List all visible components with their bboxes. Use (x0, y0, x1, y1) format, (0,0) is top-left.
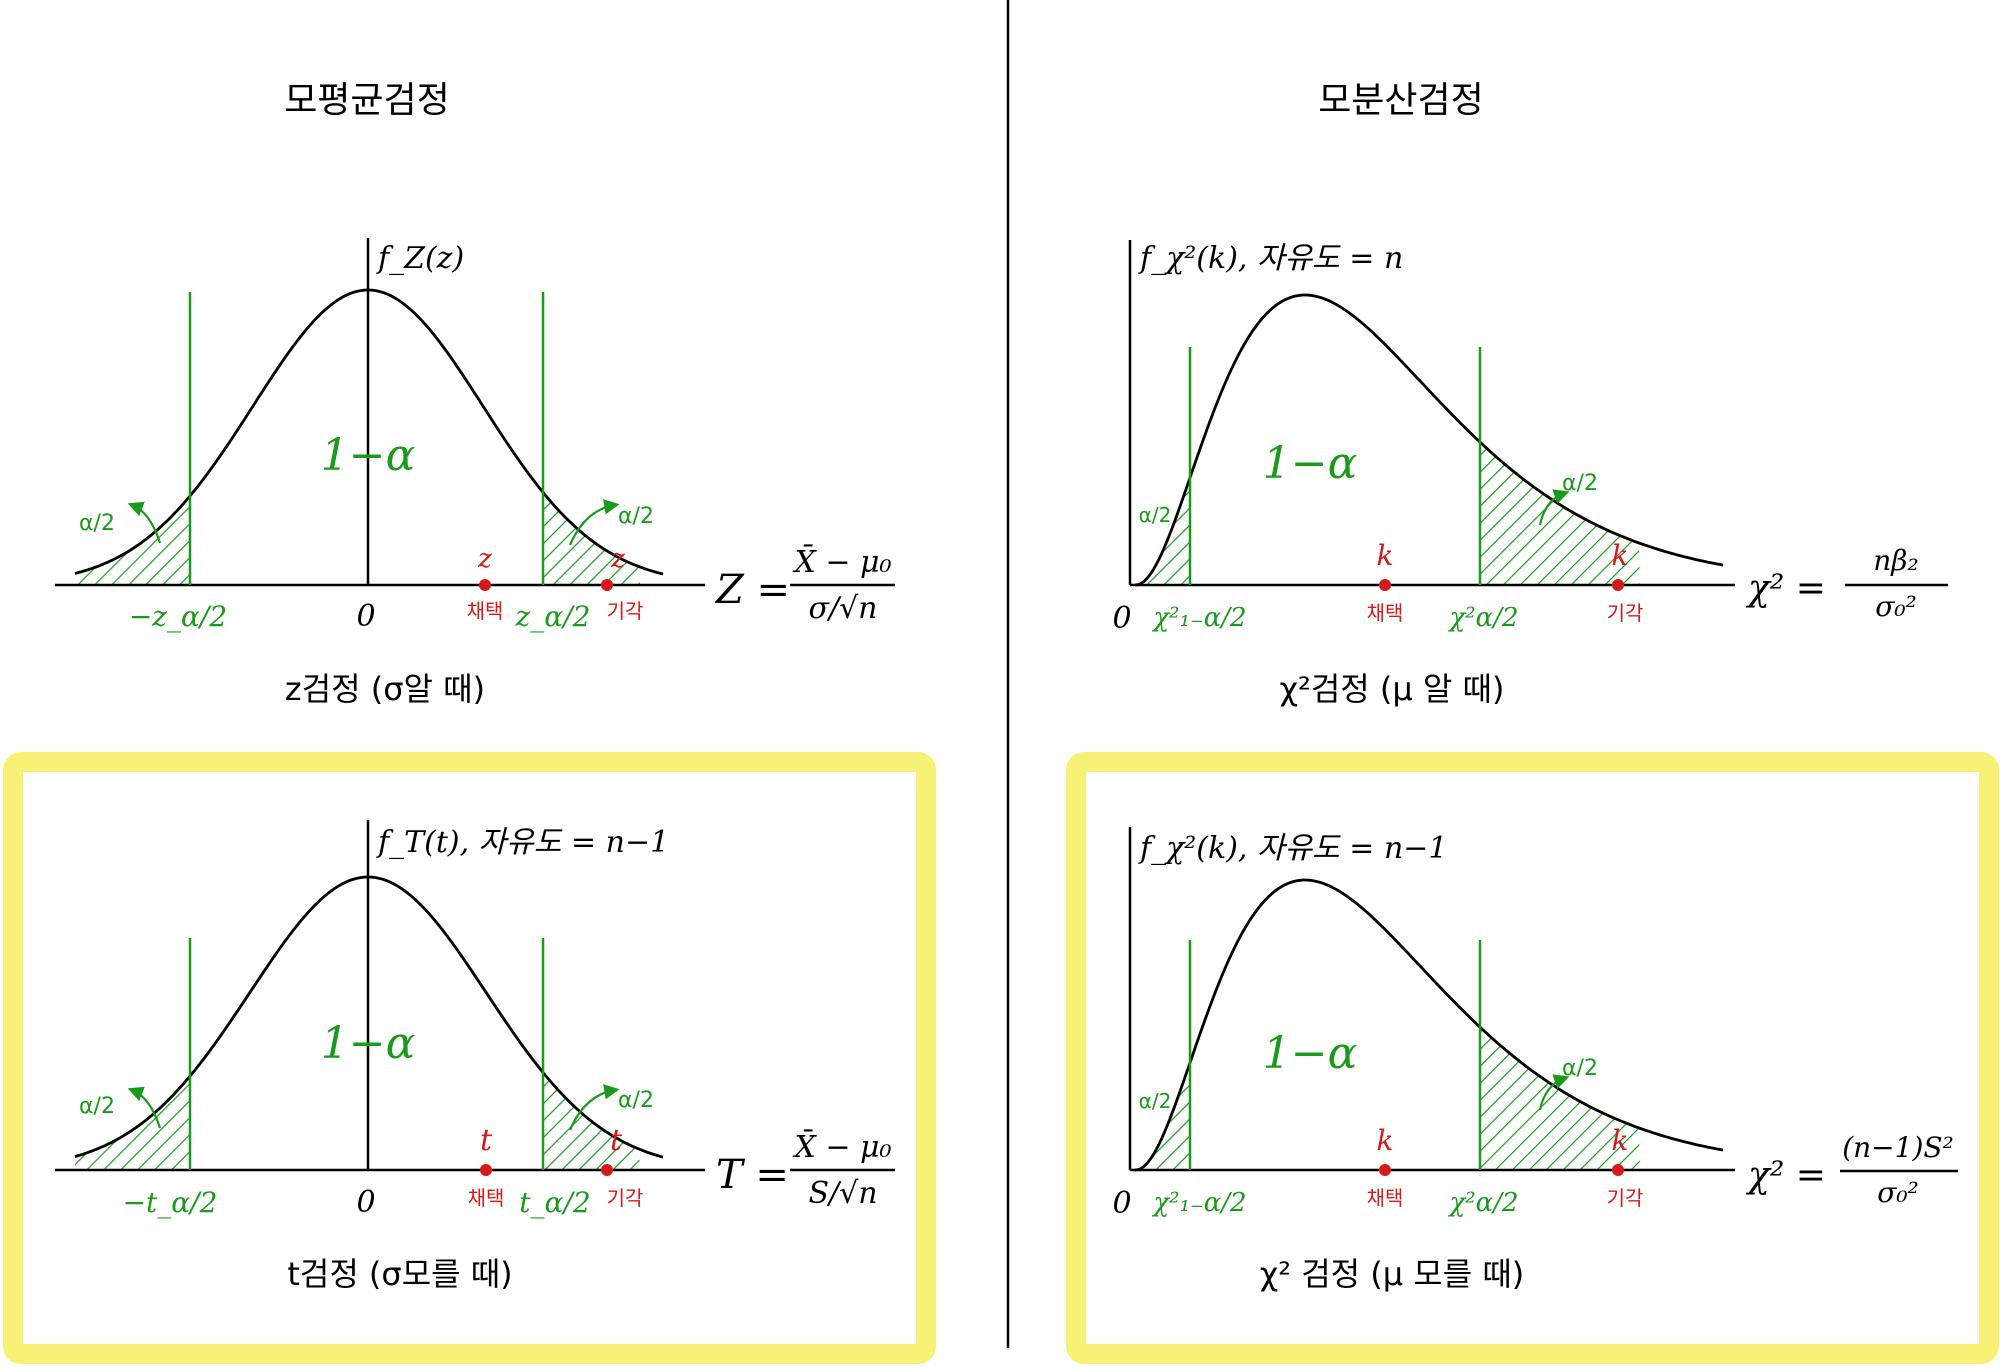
z-reject-label: 기각 (607, 599, 644, 623)
chi-known-formula-lhs: χ² = (1745, 568, 1826, 609)
t-test-panel: f_T(t), 자유도 = n−1 1−α α/2 α/2 −t_α/2 0 t… (55, 820, 895, 1293)
chi-unknown-upper-critical-label: χ²α/2 (1447, 1188, 1518, 1218)
t-reject-point (601, 1164, 613, 1176)
chi-known-accept-point (1379, 579, 1391, 591)
chi-known-formula-numerator: nβ₂ (1873, 544, 1918, 577)
z-density-curve (74, 288, 664, 576)
t-reject-label: 기각 (607, 1186, 644, 1210)
z-left-arrow (127, 501, 162, 544)
z-origin-label: 0 (356, 599, 375, 634)
z-upper-tail-area (543, 492, 640, 585)
chi-unknown-accept-label: 채택 (1367, 1186, 1404, 1210)
chi-known-reject-symbol: k (1612, 539, 1629, 572)
chi-unknown-formula-lhs: χ² = (1745, 1155, 1826, 1196)
chi-unknown-density-curve (1134, 878, 1724, 1172)
chi-unknown-reject-label: 기각 (1607, 1186, 1644, 1210)
chi-known-accept-label: 채택 (1367, 601, 1404, 625)
highlight-box-t-test (3, 752, 936, 1364)
z-caption: z검정 (σ알 때) (285, 670, 485, 708)
chi-known-y-axis-label: f_χ²(k), 자유도 = n (1138, 241, 1403, 276)
chi-unknown-accept-point (1379, 1164, 1391, 1176)
chi-known-upper-critical-label: χ²α/2 (1447, 603, 1518, 633)
z-lower-critical-label: −z_α/2 (129, 600, 227, 633)
z-lower-tail-area (75, 497, 190, 585)
t-left-arrow (127, 1086, 162, 1129)
t-center-area-label: 1−α (321, 1018, 416, 1069)
t-accept-point (480, 1164, 492, 1176)
chi-known-origin-label: 0 (1112, 601, 1131, 636)
t-left-half-alpha: α/2 (79, 1094, 115, 1119)
t-upper-tail-area (543, 1072, 640, 1170)
chi-known-caption: χ²검정 (μ 알 때) (1280, 670, 1505, 708)
chi-known-right-half-alpha: α/2 (1562, 471, 1598, 496)
t-right-half-alpha: α/2 (618, 1088, 654, 1113)
z-left-half-alpha: α/2 (79, 511, 115, 536)
t-formula-numerator: X̄ − μ₀ (792, 1129, 891, 1165)
t-reject-symbol: t (610, 1123, 623, 1158)
chi-unknown-panel: f_χ²(k), 자유도 = n−1 1−α α/2 α/2 0 χ²₁₋α/2… (1112, 827, 1958, 1293)
chi-known-reject-point (1612, 579, 1624, 591)
t-upper-critical-label: t_α/2 (519, 1186, 590, 1219)
t-accept-label: 채택 (468, 1186, 505, 1210)
t-accept-symbol: t (480, 1123, 493, 1158)
z-reject-point (601, 579, 613, 591)
t-right-arrow (568, 1084, 620, 1131)
chi-unknown-right-arrow (1538, 1074, 1570, 1111)
chi-unknown-reject-symbol: k (1612, 1124, 1629, 1157)
highlight-box-chi-unknown (1066, 752, 1999, 1364)
chi-known-lower-critical-label: χ²₁₋α/2 (1151, 603, 1246, 633)
t-lower-critical-label: −t_α/2 (123, 1186, 218, 1219)
mean-test-title: 모평균검정 (284, 80, 450, 121)
chi-known-panel: f_χ²(k), 자유도 = n 1−α α/2 α/2 0 χ²₁₋α/2 χ… (1112, 240, 1948, 708)
chi-known-accept-symbol: k (1377, 539, 1394, 572)
chi-known-density-curve (1134, 293, 1724, 587)
chi-unknown-accept-symbol: k (1377, 1124, 1394, 1157)
chi-unknown-reject-point (1612, 1164, 1624, 1176)
variance-test-title: 모분산검정 (1318, 80, 1484, 121)
z-reject-symbol: z (610, 544, 625, 574)
chi-unknown-formula-numerator: (n−1)S² (1842, 1131, 1954, 1164)
t-formula-denominator: S/√n (808, 1176, 877, 1211)
t-y-axis-label: f_T(t), 자유도 = n−1 (376, 825, 669, 860)
t-formula-lhs: T = (716, 1152, 789, 1198)
z-upper-critical-label: z_α/2 (515, 600, 591, 633)
z-test-panel: f_Z(z) 1−α α/2 α/2 −z_α/2 0 z_α/2 z 채택 z… (55, 238, 895, 708)
z-formula-numerator: X̄ − μ₀ (792, 544, 891, 580)
z-center-area-label: 1−α (321, 430, 416, 481)
chi-unknown-caption: χ² 검정 (μ 모를 때) (1260, 1255, 1525, 1293)
z-accept-symbol: z (477, 544, 492, 574)
z-y-axis-label: f_Z(z) (376, 241, 464, 276)
z-right-arrow (568, 499, 620, 546)
chi-unknown-lower-tail-area (1135, 1065, 1190, 1170)
chi-known-center-area-label: 1−α (1263, 438, 1358, 489)
z-right-half-alpha: α/2 (618, 504, 654, 529)
chi-unknown-y-axis-label: f_χ²(k), 자유도 = n−1 (1138, 831, 1448, 866)
chi-unknown-formula-denominator: σ₀² (1877, 1176, 1919, 1209)
chi-known-reject-label: 기각 (1607, 601, 1644, 625)
chi-unknown-center-area-label: 1−α (1263, 1028, 1358, 1079)
t-origin-label: 0 (356, 1185, 375, 1220)
z-formula-lhs: Z = (714, 567, 790, 613)
z-accept-label: 채택 (467, 599, 504, 623)
chi-unknown-left-half-alpha: α/2 (1139, 1089, 1172, 1113)
chi-unknown-origin-label: 0 (1112, 1186, 1131, 1221)
chi-known-right-arrow (1538, 489, 1570, 526)
z-accept-point (479, 579, 491, 591)
chi-known-formula-denominator: σ₀² (1875, 590, 1917, 623)
chi-unknown-right-half-alpha: α/2 (1562, 1056, 1598, 1081)
chi-known-left-half-alpha: α/2 (1139, 503, 1172, 527)
z-formula-denominator: σ/√n (808, 591, 877, 626)
t-density-curve (74, 875, 664, 1159)
t-caption: t검정 (σ모를 때) (287, 1255, 512, 1293)
chi-known-lower-tail-area (1135, 480, 1190, 585)
chi-unknown-lower-critical-label: χ²₁₋α/2 (1151, 1188, 1246, 1218)
